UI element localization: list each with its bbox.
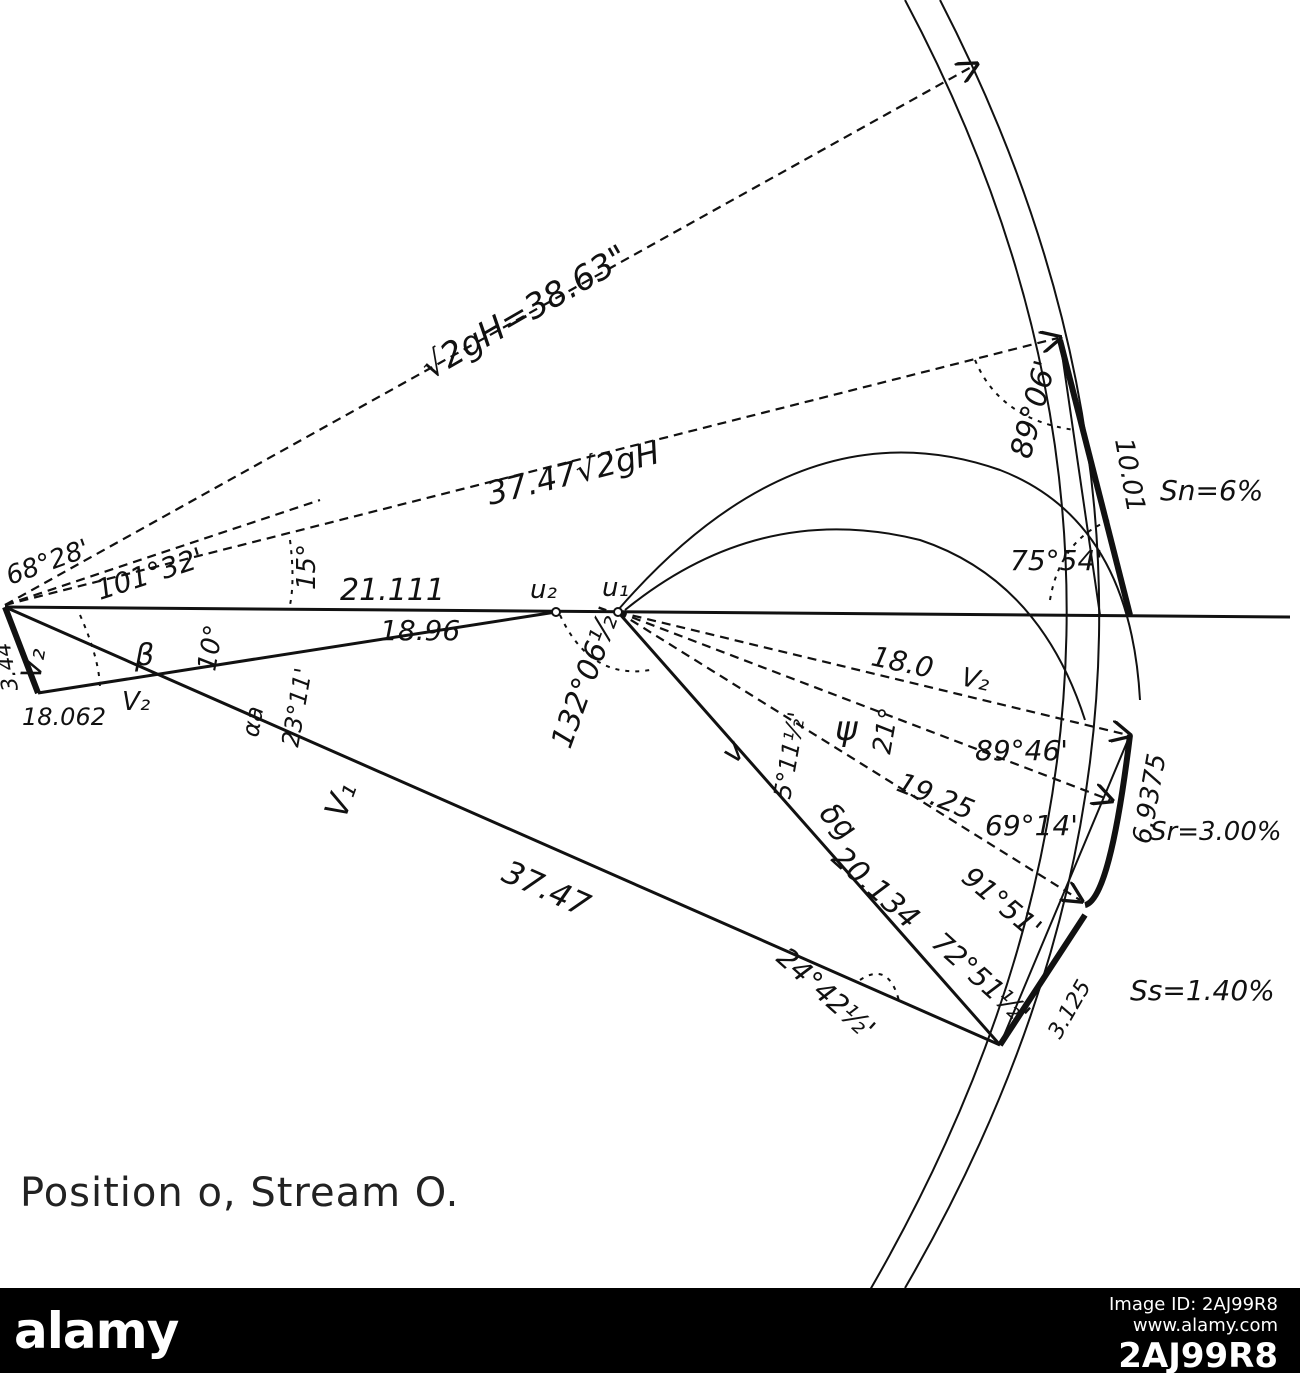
image-id-line: Image ID: 2AJ99R8 [1109,1294,1278,1315]
dash-37-47 [4,338,1058,607]
label-sqrt2gh: √2gH=38.63" [415,237,636,388]
inner-ring-arc [904,0,1101,1288]
label-u2: u₂ [530,575,557,605]
label-5-11: 5°11½' [768,710,811,801]
v1-line [4,605,1001,1047]
angle-arc-beta [79,614,101,691]
outer-ring-arc [869,0,1068,1288]
arc-small [624,528,1086,721]
dash-101-32 [4,498,321,607]
label-v: v [714,733,753,770]
label-Ss: Ss=1.40% [1130,974,1275,1007]
label-u1: u₁ [602,573,629,603]
blade-segment-top [1057,339,1133,616]
label-37-47-sqrt2gh: 37.47√2gH [483,433,664,513]
angle-arc-89-06 [974,359,1076,431]
dash-19-25 [617,610,1110,800]
angle-arc-15 [289,539,294,606]
point-u1 [613,607,623,617]
label-18-062: 18.062 [22,703,106,731]
blade-segment-mid [1083,734,1133,908]
image-id-block: Image ID: 2AJ99R8 www.alamy.com 2AJ99R8 [1109,1294,1278,1376]
v2-small-line [2,605,41,695]
image-code: 2AJ99R8 [1118,1336,1278,1376]
arc-large [617,451,1141,701]
point-u2 [551,607,561,617]
label-24-42: 24°42½' [770,941,881,1046]
site-url: www.alamy.com [1132,1315,1278,1336]
label-Sn: Sn=6% [1160,474,1263,507]
label-37-47: 37.47 [497,853,597,925]
dash-20-134 [617,611,1080,900]
label-75-54: 75°54' [1010,544,1103,577]
angle-arc-75-54 [1049,519,1111,601]
label-19-25: 19.25 [892,766,979,827]
brand-logo: alamy [14,1302,179,1360]
label-v2-lower: V₂ [122,687,150,717]
label-20-134: 20.134 [825,840,926,936]
watermark-bar: alamy Image ID: 2AJ99R8 www.alamy.com 2A… [0,1288,1300,1376]
label-18-0: 18.0 [869,640,937,685]
label-21: 21° [867,706,905,757]
v-line [616,611,1002,1046]
label-Sr: Sr=3.00% [1150,817,1282,847]
v2-line [37,610,557,695]
label-V1: V₁ [317,777,365,823]
blade-thin-2 [1059,339,1101,616]
label-69-14: 69°14' [985,809,1078,842]
angle-arc-24-42 [859,972,901,1006]
label-3-125: 3.125 [1044,976,1097,1043]
label-132-06: 132°06½' [545,602,628,753]
label-v2-right: V₂ [959,663,993,698]
label-psi: ψ [835,709,858,749]
label-15: 15° [292,544,322,590]
label-101-32: 101°32' [92,541,208,607]
label-10-01: 10.01 [1108,436,1150,515]
label-89-46: 89°46' [975,734,1068,767]
dash-sqrt2gh [4,65,975,606]
label-91-51: 91°51' [956,860,1048,945]
dash-18-0 [617,610,1128,735]
label-alpha-a: αa [236,704,269,739]
angle-arc-132 [559,614,651,673]
velocity-diagram: √2gH=38.63" 37.47√2gH 68°28' 101°32' 15°… [0,0,1291,1288]
label-beta: β [134,638,154,673]
baseline [4,605,1291,619]
label-v2-small: V₂ [14,646,52,682]
label-68-28: 68°28' [2,534,93,592]
label-21-111: 21.111 [340,573,445,608]
label-23-11: 23°11' [276,666,317,749]
label-18-96: 18.96 [380,614,460,647]
blade-segment-low [997,913,1088,1047]
figure-caption: Position o, Stream O. [20,1170,460,1216]
label-10: 10° [192,623,230,674]
